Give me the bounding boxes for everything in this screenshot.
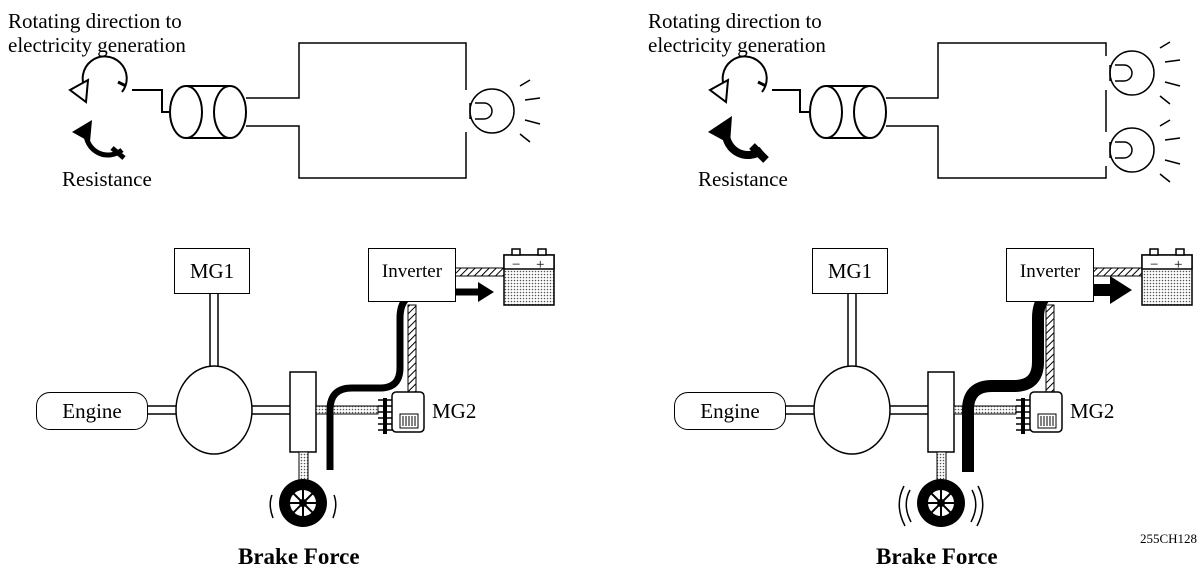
rotation-direction-label-line2: electricity generation [8,33,186,57]
reduction-gear [927,371,955,453]
circuit-wire [246,125,467,179]
inverter-box: Inverter [368,248,456,302]
inverter-label: Inverter [1019,261,1081,282]
rotation-direction-label-line1: Rotating direction to [648,9,822,33]
figure-code: 255CH128 [1140,531,1198,546]
engine-box: Engine [36,392,148,430]
mg2-motor-icon [378,391,425,434]
battery-plus-label: + [536,257,545,273]
resistance-label: Resistance [62,167,152,191]
mg1-label: MG1 [189,259,235,283]
reduction-gear [289,371,317,453]
circuit-wire [886,42,1107,99]
mg1-box: MG1 [174,248,250,294]
mg1-label: MG1 [827,259,873,283]
generator-icon [169,85,247,139]
power-flow-arrow-icon [326,288,480,470]
right-panel [708,41,1193,527]
mg2-motor-icon [1016,391,1063,434]
inverter-box: Inverter [1006,248,1094,302]
rotation-arrow-icon [68,55,128,104]
power-split-device [813,365,891,455]
light-bulb-icon [1109,41,1181,105]
circuit-wire [246,42,467,99]
power-split-device [175,365,253,455]
rotation-arrow-icon [72,120,126,160]
mg1-box: MG1 [812,248,888,294]
right-caption: Brake Force [876,544,998,569]
generator-icon [809,85,887,139]
left-panel [68,42,555,527]
battery-icon [1141,248,1193,306]
rotation-arrow-icon [708,55,768,104]
engine-box: Engine [674,392,786,430]
engine-label: Engine [62,399,122,423]
inverter-label: Inverter [381,261,443,282]
rotation-direction-label-line2: electricity generation [648,33,826,57]
rotation-direction-label-line1: Rotating direction to [8,9,182,33]
engine-label: Engine [700,399,760,423]
mg2-label: MG2 [432,399,477,423]
power-flow-arrow-icon [962,284,1114,472]
wheel-icon [898,479,984,527]
light-bulb-icon [469,79,541,143]
left-caption: Brake Force [238,544,360,569]
battery-icon [503,248,555,306]
light-bulb-icon [1109,119,1181,183]
mg2-label: MG2 [1070,399,1115,423]
battery-minus-label: − [1150,257,1159,273]
circuit-wire [886,125,1107,179]
battery-plus-label: + [1174,257,1183,273]
resistance-label: Resistance [698,167,788,191]
wheel-icon [269,479,337,527]
battery-minus-label: − [512,257,521,273]
rotation-arrow-icon [708,116,769,163]
